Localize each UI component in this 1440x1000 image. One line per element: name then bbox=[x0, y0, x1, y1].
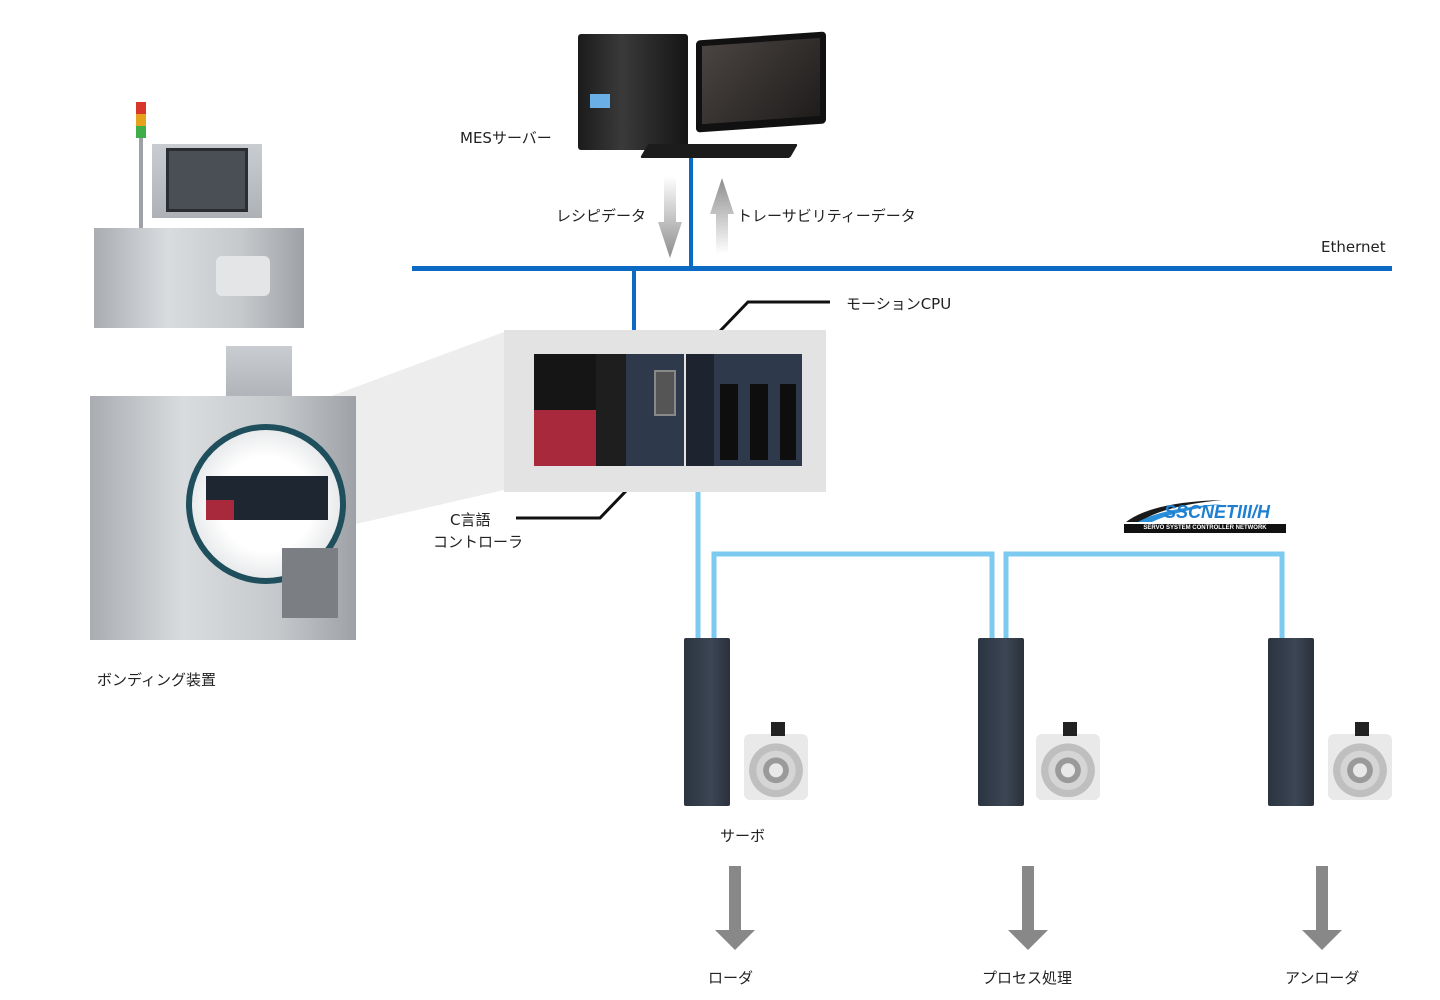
mes-server-pc bbox=[578, 31, 828, 164]
controller-highlight-circle bbox=[186, 424, 346, 584]
motion-cpu-label: モーションCPU bbox=[846, 295, 952, 313]
sscnet-logo-text: SSCNETIII/H bbox=[1164, 502, 1271, 522]
pc-monitor bbox=[696, 31, 826, 133]
plc-controller-panel bbox=[504, 330, 826, 492]
signal-tower bbox=[136, 102, 146, 232]
c-controller-module bbox=[626, 354, 684, 466]
pc-keyboard bbox=[639, 144, 799, 158]
servo-motor-3-connector bbox=[1355, 722, 1369, 736]
ethernet-bus bbox=[412, 266, 1392, 271]
zoom-wedge bbox=[326, 332, 504, 530]
traceability-data-arrow bbox=[710, 178, 734, 254]
sscnet-swoosh-icon bbox=[1126, 500, 1222, 522]
recipe-data-arrow bbox=[658, 176, 682, 258]
recipe-data-label: レシピデータ bbox=[556, 207, 647, 225]
pc-display-panel bbox=[590, 94, 610, 108]
c-controller-label-line1: C言語 bbox=[450, 511, 491, 529]
hmi-screen bbox=[166, 148, 248, 212]
plc-rack bbox=[526, 354, 802, 466]
arrow-loader bbox=[715, 866, 755, 950]
sscnet-logo-subtext: SERVO SYSTEM CONTROLLER NETWORK bbox=[1124, 524, 1286, 533]
sscnet-logo: SSCNETIII/H SERVO SYSTEM CONTROLLER NETW… bbox=[1122, 498, 1292, 536]
arrow-process bbox=[1008, 866, 1048, 950]
arrow-unloader bbox=[1302, 866, 1342, 950]
cpu-module bbox=[596, 354, 626, 466]
ethernet-drop-server bbox=[689, 145, 693, 268]
power-module-cover bbox=[534, 410, 596, 466]
process-head bbox=[226, 346, 292, 402]
io-module-3 bbox=[774, 354, 802, 466]
bonding-machine-label: ボンディング装置 bbox=[97, 671, 216, 689]
loader-label: ローダ bbox=[708, 969, 754, 987]
c-controller-label-line2: コントローラ bbox=[433, 533, 524, 551]
servo-motor-2-connector bbox=[1063, 722, 1077, 736]
power-module bbox=[534, 354, 596, 466]
ethernet-drop-plc bbox=[632, 268, 636, 356]
unloader-label: アンローダ bbox=[1285, 969, 1360, 987]
motion-cpu-module bbox=[686, 354, 714, 466]
io-module-2 bbox=[744, 354, 774, 466]
servo-motor-2 bbox=[1036, 734, 1100, 800]
servo-motor-1 bbox=[744, 734, 808, 800]
io-module-1 bbox=[714, 354, 744, 466]
servo-amplifier-1 bbox=[684, 638, 730, 806]
servo-motor-3 bbox=[1328, 734, 1392, 800]
servo-label: サーボ bbox=[720, 827, 766, 845]
servo-motor-1-connector bbox=[771, 722, 785, 736]
output-arrows bbox=[715, 866, 1342, 950]
hmi-housing bbox=[152, 144, 262, 218]
mes-server-label: MESサーバー bbox=[460, 129, 552, 147]
ethernet-label: Ethernet bbox=[1321, 238, 1386, 256]
pc-tower bbox=[578, 34, 688, 150]
machine-upper-body bbox=[94, 228, 304, 328]
sscnet-lines bbox=[695, 466, 1285, 640]
process-label: プロセス処理 bbox=[982, 969, 1073, 987]
bonding-machine bbox=[90, 96, 360, 656]
microscope bbox=[216, 256, 270, 296]
traceability-data-label: トレーサビリティーデータ bbox=[737, 207, 916, 225]
servo-amplifier-3 bbox=[1268, 638, 1314, 806]
servo-amplifier-2 bbox=[978, 638, 1024, 806]
machine-keypad bbox=[282, 548, 338, 618]
